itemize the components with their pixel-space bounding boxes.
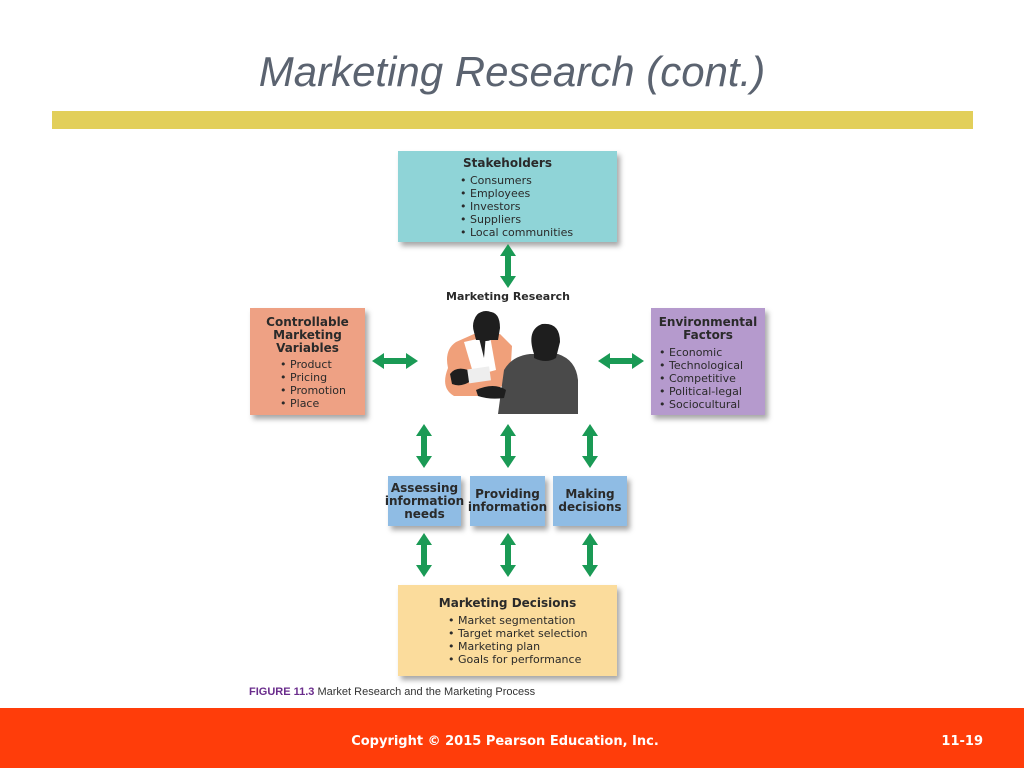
assessing-label: Assessing information needs	[384, 480, 465, 521]
environmental-title: Environmental Factors	[658, 315, 758, 342]
making-decisions-box: Making decisions	[553, 476, 627, 526]
people-illustration-icon	[445, 311, 578, 414]
marketing-research-label: Marketing Research	[446, 290, 570, 303]
footer-copyright: Copyright © 2015 Pearson Education, Inc.	[351, 734, 659, 749]
list-item: Consumers	[460, 174, 617, 187]
list-item: Technological	[659, 359, 765, 372]
controllable-variables-box: Controllable Marketing Variables Product…	[250, 308, 365, 415]
list-item: Marketing plan	[448, 640, 617, 653]
slide-footer: Copyright © 2015 Pearson Education, Inc.…	[0, 708, 1024, 768]
list-item: Sociocultural	[659, 398, 765, 411]
arrow-stakeholders-research-icon	[500, 244, 516, 288]
list-item: Competitive	[659, 372, 765, 385]
list-item: Product	[280, 358, 365, 371]
figure-caption: FIGURE 11.3 Market Research and the Mark…	[249, 686, 535, 698]
stakeholders-title: Stakeholders	[463, 156, 552, 170]
arrow-research-making-icon	[582, 424, 598, 468]
arrow-making-decisions-icon	[582, 533, 598, 577]
environmental-list: Economic Technological Competitive Polit…	[651, 346, 765, 411]
arrow-controllable-research-icon	[372, 353, 418, 369]
arrow-research-providing-icon	[500, 424, 516, 468]
list-item: Target market selection	[448, 627, 617, 640]
list-item: Economic	[659, 346, 765, 359]
list-item: Suppliers	[460, 213, 617, 226]
providing-information-box: Providing information	[467, 476, 548, 526]
arrow-assessing-decisions-icon	[416, 533, 432, 577]
list-item: Goals for performance	[448, 653, 617, 666]
arrow-research-assessing-icon	[416, 424, 432, 468]
marketing-decisions-box: Marketing Decisions Market segmentation …	[398, 585, 617, 676]
arrow-providing-decisions-icon	[500, 533, 516, 577]
providing-label: Providing information	[467, 487, 548, 514]
arrow-environmental-research-icon	[598, 353, 644, 369]
page-number: 11-19	[941, 734, 983, 749]
list-item: Market segmentation	[448, 614, 617, 627]
environmental-factors-box: Environmental Factors Economic Technolog…	[651, 308, 765, 415]
title-underline-bar	[52, 111, 973, 129]
figure-caption-text: Market Research and the Marketing Proces…	[317, 686, 536, 698]
stakeholders-list: Consumers Employees Investors Suppliers …	[460, 174, 617, 239]
decisions-list: Market segmentation Target market select…	[448, 614, 617, 666]
list-item: Local communities	[460, 226, 617, 239]
assessing-needs-box: Assessing information needs	[384, 476, 465, 526]
making-label: Making decisions	[558, 487, 622, 514]
list-item: Employees	[460, 187, 617, 200]
list-item: Pricing	[280, 371, 365, 384]
controllable-list: Product Pricing Promotion Place	[250, 358, 365, 410]
figure-caption-label: FIGURE 11.3	[249, 686, 315, 698]
list-item: Place	[280, 397, 365, 410]
slide-title: Marketing Research (cont.)	[258, 48, 766, 95]
list-item: Promotion	[280, 384, 365, 397]
stakeholders-box: Stakeholders Consumers Employees Investo…	[398, 151, 617, 242]
list-item: Political-legal	[659, 385, 765, 398]
controllable-title: Controllable Marketing Variables	[266, 315, 349, 355]
decisions-title: Marketing Decisions	[438, 596, 577, 610]
list-item: Investors	[460, 200, 617, 213]
